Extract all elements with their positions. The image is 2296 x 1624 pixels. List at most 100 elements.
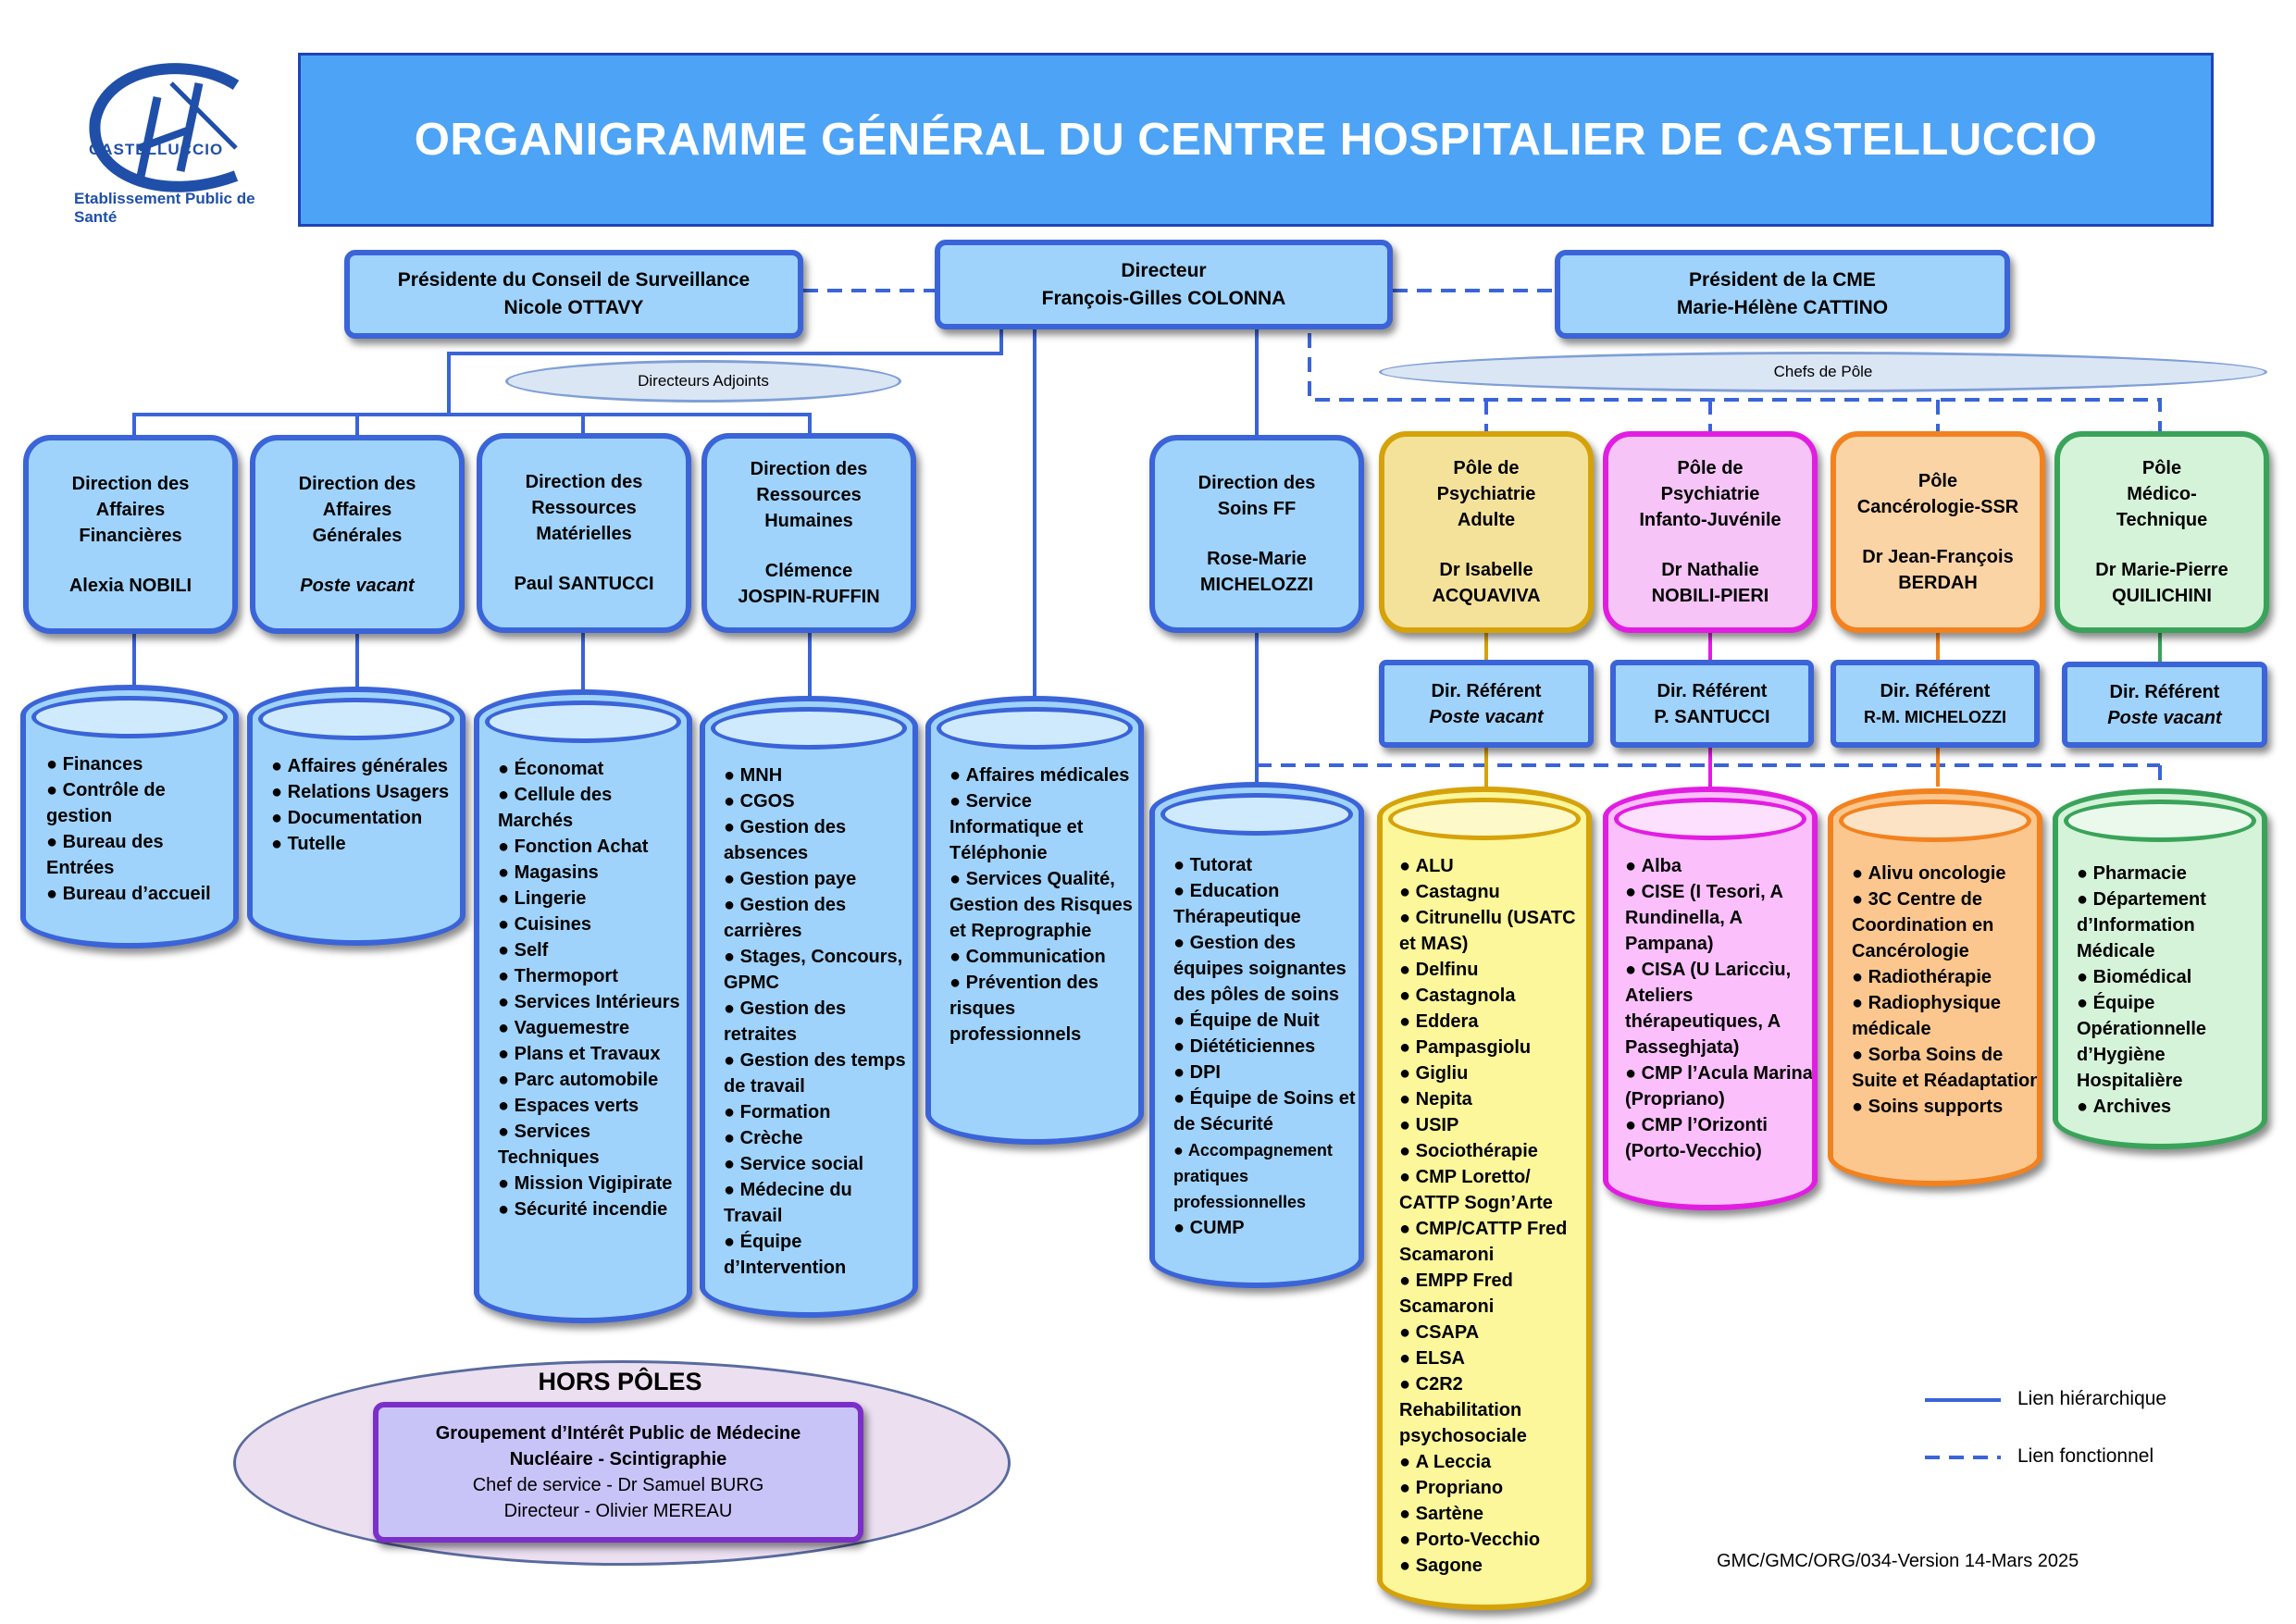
president-cs-box[interactable]: Présidente du Conseil de Surveillance Ni…	[344, 250, 803, 339]
referent-medtech[interactable]: Dir. Référent Poste vacant	[2062, 662, 2267, 748]
list-item: CISE (I Tesori, A Rundinella, A Pampana)	[1625, 879, 1812, 957]
referent-label: Dir. Référent	[1880, 680, 1991, 701]
list-item: A Leccia	[1399, 1449, 1586, 1475]
direction-line: Direction des	[71, 473, 190, 494]
referent-psy-adulte[interactable]: Dir. Référent Poste vacant	[1379, 660, 1594, 748]
list-item: C2R2 Rehabilitation psychosociale	[1399, 1371, 1586, 1449]
direction-materielles-box[interactable]: Direction des Ressources Matérielles Pau…	[477, 433, 691, 633]
services-materielles-list: Économat Cellule des Marchés Fonction Ac…	[498, 756, 683, 1222]
direction-line: Direction des	[525, 472, 643, 492]
direction-generales-box[interactable]: Direction des Affaires Générales Poste v…	[250, 435, 465, 634]
direction-line: Direction des	[298, 473, 416, 494]
referent-name: Poste vacant	[2107, 707, 2222, 728]
list-item: Crèche	[724, 1125, 909, 1151]
services-soins-list: Tutorat Education Thérapeutique Gestion …	[1173, 852, 1359, 1241]
list-item: Alba	[1625, 853, 1812, 879]
president-cs-role: Présidente du Conseil de Surveillance	[397, 269, 751, 291]
list-item: CUMP	[1173, 1215, 1359, 1241]
cylinder-humaines: MNH CGOS Gestion des absences Gestion pa…	[700, 696, 918, 1318]
list-item: Education Thérapeutique	[1173, 878, 1359, 930]
direction-line: Générales	[312, 525, 403, 546]
list-item: Services Qualité, Gestion des Risques et…	[949, 866, 1138, 944]
direction-soins-box[interactable]: Direction des Soins FF Rose-Marie MICHEL…	[1149, 435, 1364, 633]
cylinder-direction: Affaires médicales Service Informatique …	[925, 696, 1144, 1145]
director-box[interactable]: Directeur François-Gilles COLONNA	[935, 240, 1393, 329]
list-item: Soins supports	[1852, 1094, 2037, 1120]
pole-line: Pôle de	[1453, 458, 1520, 478]
pole-person: Dr Jean-François	[1862, 547, 2014, 567]
list-item: Sagone	[1399, 1553, 1586, 1579]
cylinder-soins: Tutorat Education Thérapeutique Gestion …	[1149, 782, 1364, 1288]
list-item: Tutorat	[1173, 852, 1359, 878]
referent-cancero[interactable]: Dir. Référent R-M. MICHELOZZI	[1831, 660, 2040, 748]
list-item: Finances	[46, 751, 228, 777]
services-generales-list: Affaires générales Relations Usagers Doc…	[271, 753, 453, 857]
pole-psy-infanto-box[interactable]: Pôle de Psychiatrie Infanto-Juvénile Dr …	[1603, 431, 1818, 633]
page-title: ORGANIGRAMME GÉNÉRAL DU CENTRE HOSPITALI…	[414, 115, 2098, 165]
direction-person: Alexia NOBILI	[68, 575, 192, 596]
list-item: Contrôle de gestion	[46, 777, 228, 829]
list-item: Département d’Information Médicale	[2077, 886, 2262, 964]
list-item: CSAPA	[1399, 1320, 1586, 1345]
list-item: Cellule des Marchés	[498, 782, 683, 834]
pole-person: ACQUAVIVA	[1432, 586, 1541, 606]
list-item: Self	[498, 937, 683, 963]
direction-humaines-box[interactable]: Direction des Ressources Humaines Clémen…	[701, 433, 916, 633]
list-item: Parc automobile	[498, 1067, 683, 1093]
title-banner: ORGANIGRAMME GÉNÉRAL DU CENTRE HOSPITALI…	[298, 53, 2214, 227]
list-item: Eddera	[1399, 1009, 1586, 1035]
services-humaines-list: MNH CGOS Gestion des absences Gestion pa…	[724, 762, 909, 1281]
list-item: CMP l’Orizonti (Porto-Vecchio)	[1625, 1112, 1812, 1164]
direction-person: Paul SANTUCCI	[514, 574, 654, 594]
pole-line: Pôle de	[1677, 458, 1744, 478]
president-cme-box[interactable]: Président de la CME Marie-Hélène CATTINO	[1555, 250, 2010, 339]
list-item: ELSA	[1399, 1345, 1586, 1371]
cylinder-psy-infanto: Alba CISE (I Tesori, A Rundinella, A Pam…	[1603, 787, 1818, 1210]
president-cme-name: Marie-Hélène CATTINO	[1676, 297, 1889, 318]
list-item: Lingerie	[498, 886, 683, 911]
hors-poles-line: Nucléaire - Scintigraphie	[509, 1449, 727, 1469]
cylinder-finances: Finances Contrôle de gestion Bureau des …	[20, 685, 239, 948]
pole-line: Technique	[2116, 510, 2208, 530]
list-item: Citrunellu (USATC et MAS)	[1399, 905, 1586, 957]
list-item: Stages, Concours, GPMC	[724, 944, 909, 996]
list-item: CMP l’Acula Marina (Propriano)	[1625, 1060, 1812, 1112]
list-item: Alivu oncologie	[1852, 861, 2037, 886]
direction-line: Ressources	[531, 498, 637, 518]
deputies-label: Directeurs Adjoints	[505, 360, 901, 403]
pole-cancero-box[interactable]: Pôle Cancérologie-SSR Dr Jean-François B…	[1831, 431, 2045, 633]
legend-hierarchical: Lien hiérarchique	[2017, 1388, 2167, 1409]
list-item: Vaguemestre	[498, 1015, 683, 1041]
pole-person: Dr Nathalie	[1661, 560, 1759, 580]
pole-line: Psychiatrie	[1436, 484, 1536, 504]
list-item: Documentation	[271, 805, 453, 831]
list-item: Services Intérieurs	[498, 989, 683, 1015]
list-item: Pampasgiolu	[1399, 1035, 1586, 1060]
referent-psy-infanto[interactable]: Dir. Référent P. SANTUCCI	[1610, 660, 1814, 748]
pole-medtech-box[interactable]: Pôle Médico- Technique Dr Marie-Pierre Q…	[2054, 431, 2269, 633]
list-item: Radiophysique médicale	[1852, 990, 2037, 1042]
cylinder-psy-adulte: ALU Castagnu Citrunellu (USATC et MAS) D…	[1377, 787, 1592, 1610]
director-role: Directeur	[1121, 259, 1207, 281]
direction-financieres-box[interactable]: Direction des Affaires Financières Alexi…	[23, 435, 238, 634]
pole-psy-adulte-box[interactable]: Pôle de Psychiatrie Adulte Dr Isabelle A…	[1379, 431, 1594, 633]
referent-label: Dir. Référent	[1431, 680, 1542, 701]
list-item: Radiothérapie	[1852, 964, 2037, 990]
hors-poles-line: Chef de service - Dr Samuel BURG	[472, 1475, 764, 1495]
director-name: François-Gilles COLONNA	[1041, 287, 1286, 309]
pole-line: Psychiatrie	[1660, 484, 1760, 504]
pole-person: Dr Marie-Pierre	[2095, 560, 2228, 580]
list-item: Mission Vigipirate	[498, 1171, 683, 1196]
list-item: Bureau d’accueil	[46, 881, 228, 907]
list-item: Gestion des équipes soignantes des pôles…	[1173, 930, 1359, 1008]
list-item: Castagnu	[1399, 879, 1586, 905]
list-item: Sorba Soins de Suite et Réadaptation	[1852, 1042, 2037, 1094]
list-item: MNH	[724, 762, 909, 788]
list-item: CMP/CATTP Fred Scamaroni	[1399, 1216, 1586, 1268]
cylinder-cancero: Alivu oncologie 3C Centre de Coordinatio…	[1828, 788, 2042, 1186]
list-item: Bureau des Entrées	[46, 829, 228, 881]
direction-person: Poste vacant	[300, 575, 415, 596]
direction-line: Direction des	[1198, 473, 1316, 493]
list-item: Équipe Opérationnelle d’Hygiène Hospital…	[2077, 990, 2262, 1094]
hors-poles-box[interactable]: Groupement d’Intérêt Public de Médecine …	[373, 1402, 863, 1543]
